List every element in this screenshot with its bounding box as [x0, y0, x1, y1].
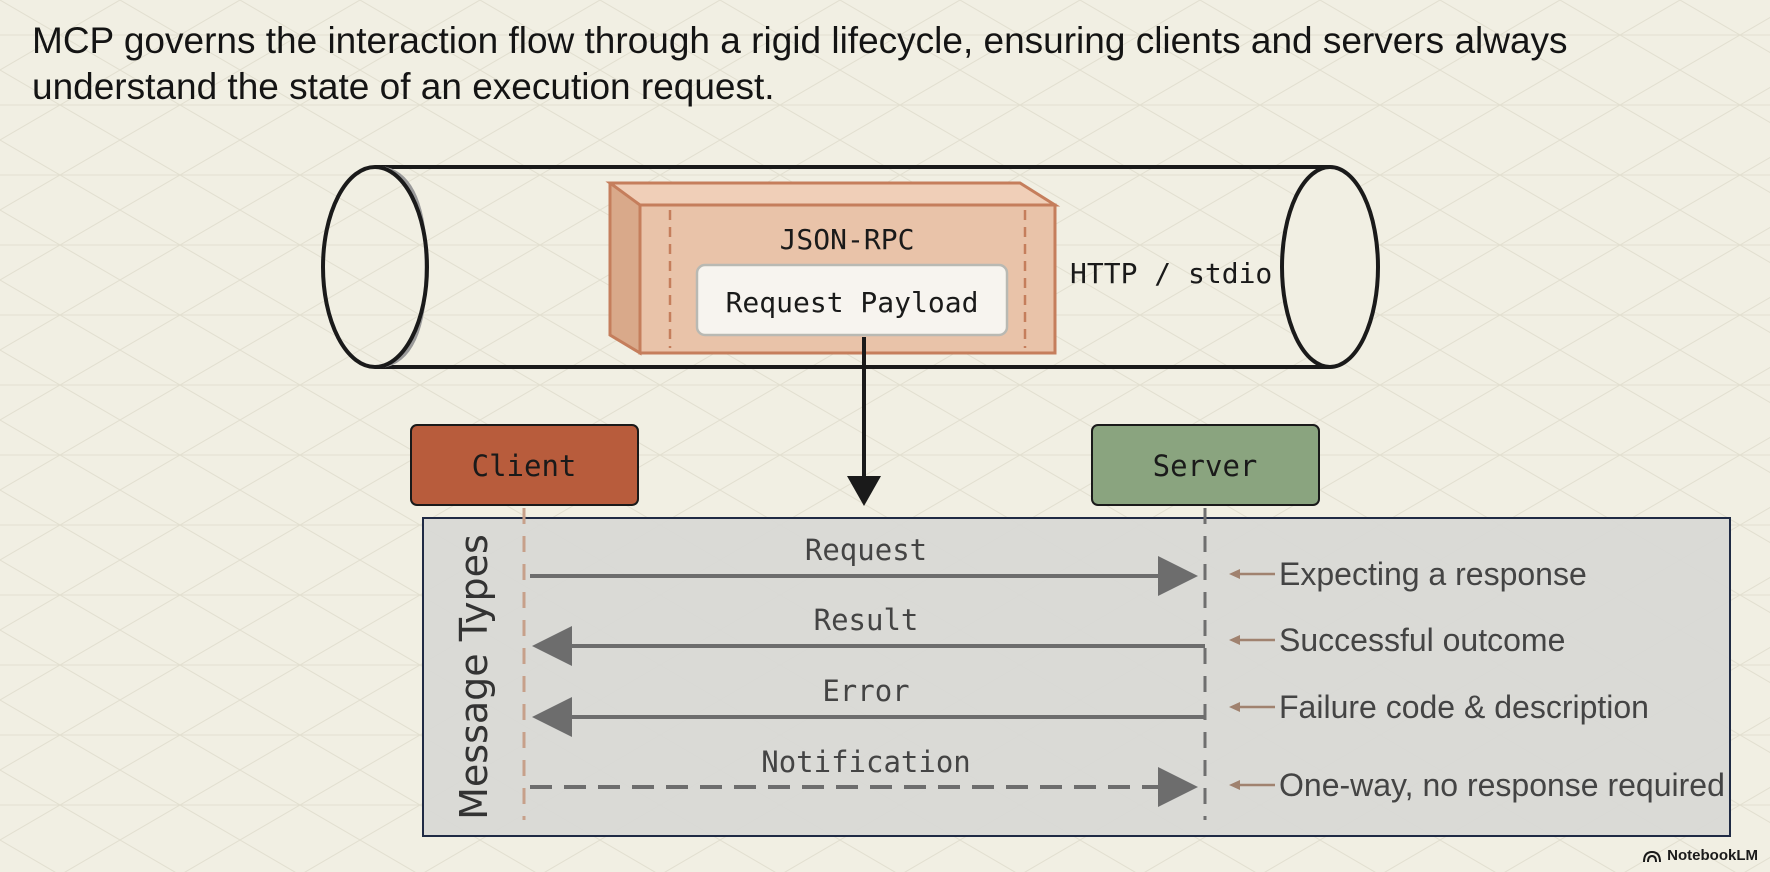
message-label: Error	[822, 674, 909, 708]
headline: MCP governs the interaction flow through…	[32, 20, 1568, 107]
message-description: Failure code & description	[1279, 689, 1649, 725]
notebooklm-logo-icon	[1643, 850, 1662, 862]
server-node	[1091, 424, 1320, 506]
brand-watermark: NotebookLM	[1643, 847, 1758, 864]
message-row-result: Result Successful outcome	[532, 603, 1565, 666]
json-rpc-label: JSON-RPC	[780, 223, 915, 256]
message-description: Expecting a response	[1279, 556, 1587, 592]
server-label: Server	[1153, 449, 1258, 483]
message-types-panel	[422, 517, 1731, 837]
message-row-notification: Notification One-way, no response requir…	[530, 745, 1725, 807]
message-description: Successful outcome	[1279, 622, 1565, 658]
message-label: Request	[805, 533, 927, 567]
client-node	[410, 424, 639, 506]
request-payload-label: Request Payload	[726, 286, 979, 319]
brand-label: NotebookLM	[1667, 847, 1758, 864]
client-label: Client	[472, 449, 577, 483]
delivery-arrow	[847, 337, 881, 506]
json-rpc-envelope: JSON-RPC Request Payload	[605, 181, 1061, 356]
message-label: Result	[814, 603, 919, 637]
message-row-request: Request Expecting a response	[530, 533, 1587, 596]
channel-label: HTTP / stdio	[1070, 257, 1272, 290]
transport-pipe	[321, 165, 1380, 369]
message-row-error: Error Failure code & description	[532, 674, 1649, 737]
request-payload-box	[695, 263, 1009, 337]
message-description: One-way, no response required	[1279, 767, 1725, 803]
message-types-title: Message Types	[452, 534, 496, 820]
message-label: Notification	[761, 745, 971, 779]
